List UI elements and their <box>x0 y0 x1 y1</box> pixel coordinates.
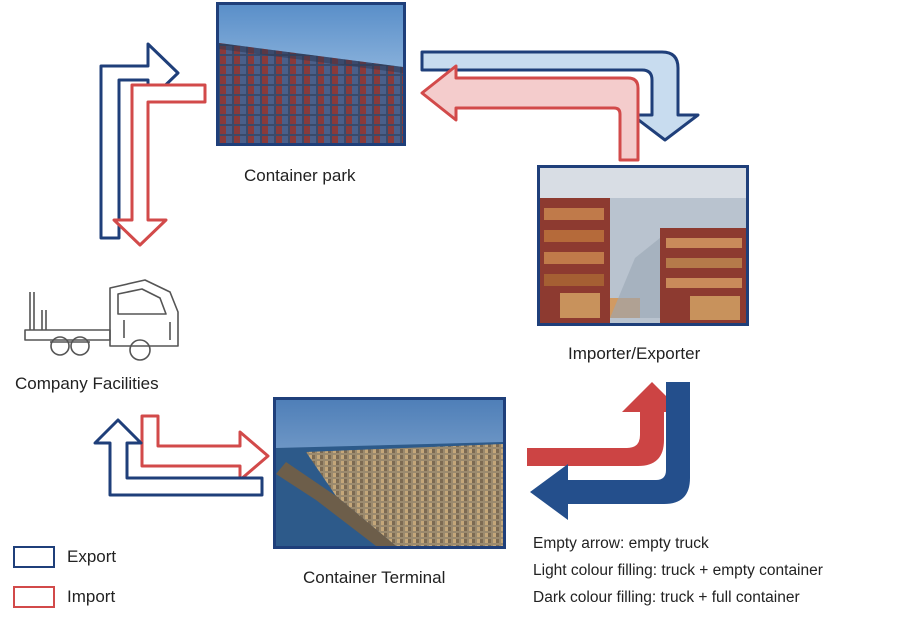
import-empty-arrow-facilities-to-terminal <box>140 414 270 482</box>
legend-import-label: Import <box>67 587 116 606</box>
import-empty-arrow-park-to-facilities <box>112 83 207 247</box>
container-terminal-label: Container Terminal <box>303 568 446 587</box>
import-dark-arrow-terminal-to-importer <box>527 382 682 466</box>
container-stack-illustration <box>219 5 403 143</box>
truck-illustration <box>24 279 179 361</box>
note-dark-filling: Dark colour filling: truck + full contai… <box>533 589 800 606</box>
legend-export-label: Export <box>67 547 117 566</box>
note-light-filling: Light colour filling: truck + empty cont… <box>533 562 823 579</box>
export-dark-arrow-importer-to-terminal <box>530 382 690 520</box>
importer-exporter-label: Importer/Exporter <box>568 344 701 363</box>
legend-export: Export <box>13 546 116 568</box>
importer-exporter-image <box>537 165 749 326</box>
terminal-illustration <box>276 400 503 546</box>
export-light-arrow-park-to-importer <box>420 50 700 142</box>
container-park-label: Container park <box>244 166 356 185</box>
container-terminal-image <box>273 397 506 549</box>
container-park-image <box>216 2 406 146</box>
note-empty-arrow: Empty arrow: empty truck <box>533 535 709 552</box>
legend-import-swatch <box>13 586 55 608</box>
import-light-arrow-importer-to-park <box>420 64 640 162</box>
legend-export-swatch <box>13 546 55 568</box>
legend-import: Import <box>13 586 115 608</box>
company-facilities-label: Company Facilities <box>15 374 159 393</box>
warehouse-illustration <box>540 168 746 323</box>
export-empty-arrow-terminal-to-facilities <box>93 418 264 497</box>
